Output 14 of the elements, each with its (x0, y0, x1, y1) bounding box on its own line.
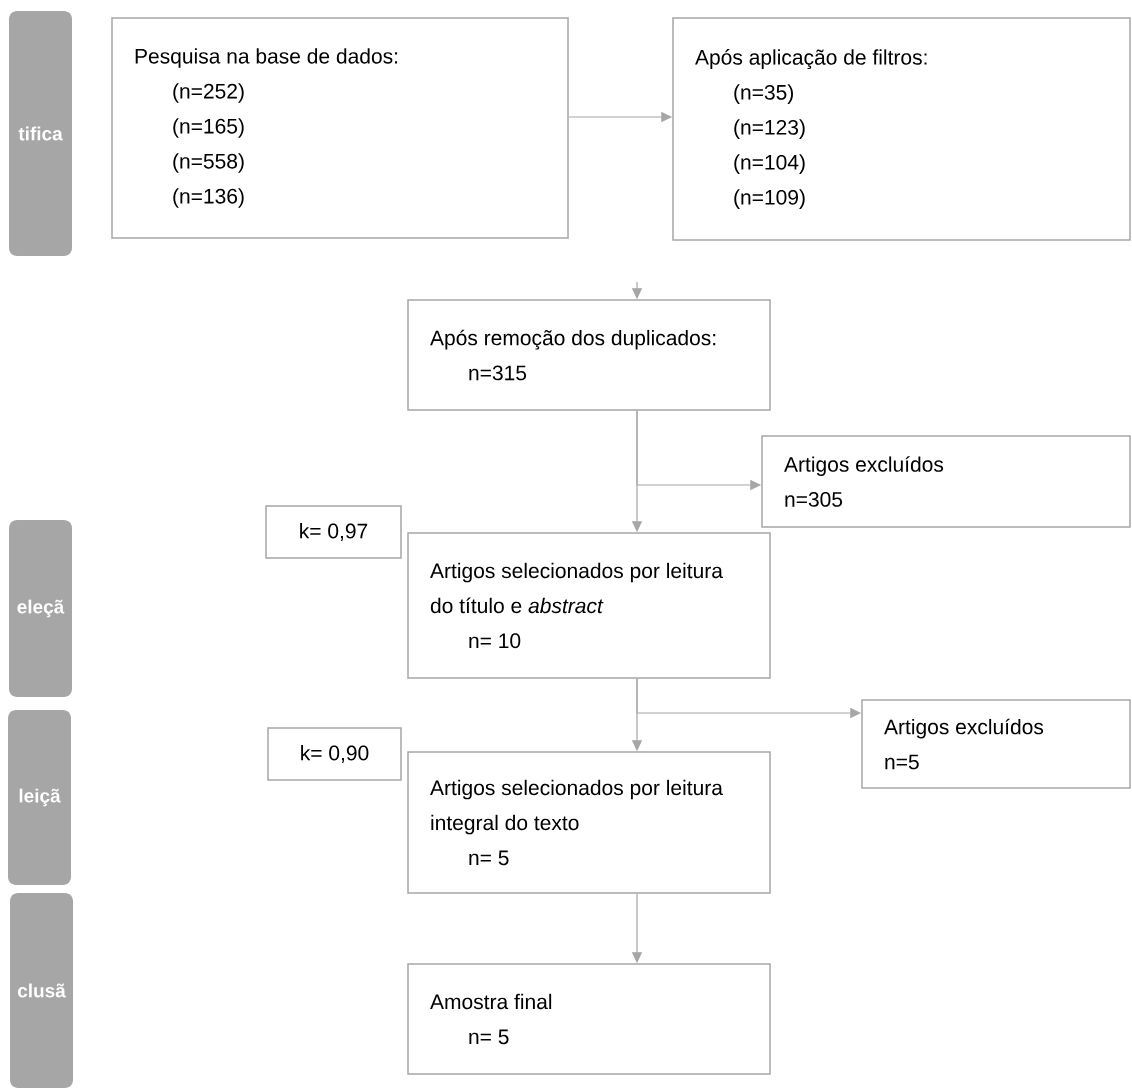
process-box: Artigos excluídos n=5 (861, 699, 1131, 789)
process-box: Amostra final n= 5 (407, 963, 771, 1075)
stage-band: leiçã (8, 710, 71, 885)
process-box: Pesquisa na base de dados: (n=252) (n=165) (n=558) (n=136) (111, 17, 569, 239)
process-box: Artigos excluídos n=305 (761, 435, 1131, 528)
stage-band: tifica (9, 11, 72, 256)
process-box: Após remoção dos duplicados: n=315 (407, 299, 771, 411)
process-box: Artigos selecionados por leitura integral do texto n= 5 (407, 751, 771, 894)
k-value-box: k= 0,97 (265, 505, 402, 559)
k-value-box: k= 0,90 (267, 727, 402, 781)
process-box: Artigos selecionados por leitura do título e abstract n= 10 (407, 532, 771, 679)
stage-band: clusã (10, 893, 73, 1088)
stage-band: eleçã (9, 520, 72, 697)
process-box: Após aplicação de filtros: (n=35) (n=123) (n=104) (n=109) (672, 17, 1131, 241)
